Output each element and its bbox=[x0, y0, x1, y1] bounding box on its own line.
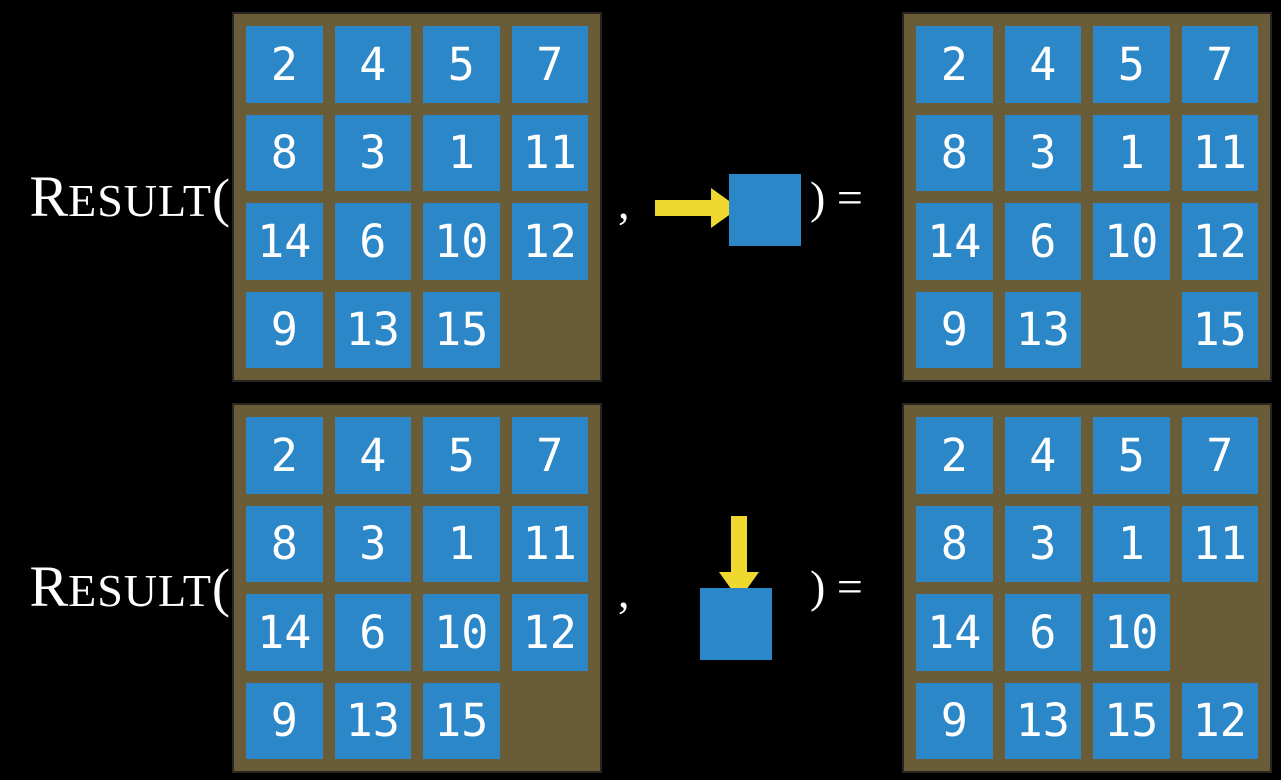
puzzle-tile: 7 bbox=[1181, 26, 1258, 103]
puzzle-tile: 10 bbox=[1093, 594, 1170, 671]
puzzle-tile: 2 bbox=[246, 26, 323, 103]
action-slide-down bbox=[700, 516, 772, 660]
puzzle-tile: 8 bbox=[246, 114, 323, 191]
puzzle-tile: 9 bbox=[246, 682, 323, 759]
close-paren-equals: ) = bbox=[810, 561, 863, 612]
puzzle-tile: 8 bbox=[246, 505, 323, 582]
puzzle-tile: 2 bbox=[916, 26, 993, 103]
blank-cell bbox=[1093, 292, 1170, 369]
puzzle-tile: 6 bbox=[1004, 594, 1081, 671]
result-label-smallcaps: ESULT bbox=[68, 565, 213, 616]
puzzle-tile: 2 bbox=[916, 417, 993, 494]
open-paren: ( bbox=[212, 558, 230, 618]
result-label-initial: R bbox=[29, 554, 69, 619]
puzzle-tile: 1 bbox=[1093, 505, 1170, 582]
puzzle-tile: 5 bbox=[1093, 417, 1170, 494]
puzzle-tile: 15 bbox=[1093, 682, 1170, 759]
puzzle-tile: 8 bbox=[916, 505, 993, 582]
puzzle-tile: 4 bbox=[1004, 26, 1081, 103]
arrow-right-icon bbox=[655, 188, 739, 228]
result-label-initial: R bbox=[29, 164, 69, 229]
puzzle-tile: 10 bbox=[1093, 203, 1170, 280]
action-blank-tile bbox=[700, 588, 772, 660]
puzzle-tile: 9 bbox=[916, 291, 993, 368]
puzzle-tile: 12 bbox=[1181, 203, 1258, 280]
puzzle-tile: 15 bbox=[423, 291, 500, 368]
puzzle-tile: 8 bbox=[916, 114, 993, 191]
result-label-smallcaps: ESULT bbox=[68, 175, 213, 226]
puzzle-tile: 13 bbox=[334, 291, 411, 368]
puzzle-tile: 10 bbox=[423, 594, 500, 671]
puzzle-tile: 13 bbox=[1004, 291, 1081, 368]
puzzle-tile: 11 bbox=[511, 114, 588, 191]
puzzle-tile: 1 bbox=[423, 114, 500, 191]
puzzle-tile: 9 bbox=[246, 291, 323, 368]
puzzle-tile: 7 bbox=[1181, 417, 1258, 494]
blank-cell bbox=[1182, 594, 1259, 671]
puzzle-tile: 4 bbox=[334, 26, 411, 103]
puzzle-tile: 9 bbox=[916, 682, 993, 759]
close-paren-equals: ) = bbox=[810, 172, 863, 223]
puzzle-tile: 13 bbox=[1004, 682, 1081, 759]
puzzle-tile: 3 bbox=[334, 114, 411, 191]
puzzle-tile: 5 bbox=[423, 417, 500, 494]
puzzle-tile: 11 bbox=[511, 505, 588, 582]
blank-cell bbox=[512, 683, 589, 760]
puzzle-tile: 11 bbox=[1181, 114, 1258, 191]
puzzle-tile: 14 bbox=[916, 203, 993, 280]
puzzle-tile: 2 bbox=[246, 417, 323, 494]
puzzle-tile: 6 bbox=[334, 594, 411, 671]
result-function-label: RESULT( bbox=[0, 558, 230, 616]
action-blank-tile bbox=[729, 174, 801, 246]
puzzle-tile: 11 bbox=[1181, 505, 1258, 582]
result-function-label: RESULT( bbox=[0, 168, 230, 226]
puzzle-tile: 15 bbox=[423, 682, 500, 759]
puzzle-tile: 14 bbox=[916, 594, 993, 671]
puzzle-tile: 1 bbox=[1093, 114, 1170, 191]
puzzle-tile: 13 bbox=[334, 682, 411, 759]
puzzle-tile: 6 bbox=[1004, 203, 1081, 280]
puzzle-tile: 4 bbox=[1004, 417, 1081, 494]
puzzle-tile: 12 bbox=[1181, 682, 1258, 759]
puzzle-tile: 15 bbox=[1181, 291, 1258, 368]
puzzle-tile: 1 bbox=[423, 505, 500, 582]
arrow-down-icon bbox=[719, 516, 759, 600]
open-paren: ( bbox=[212, 168, 230, 228]
puzzle-tile: 5 bbox=[423, 26, 500, 103]
puzzle-tile: 5 bbox=[1093, 26, 1170, 103]
puzzle-tile: 7 bbox=[511, 26, 588, 103]
puzzle-tile: 12 bbox=[511, 594, 588, 671]
puzzle-tile: 14 bbox=[246, 203, 323, 280]
puzzle-tile: 12 bbox=[511, 203, 588, 280]
puzzle-tile: 3 bbox=[1004, 505, 1081, 582]
action-slide-right bbox=[655, 172, 801, 247]
puzzle-tile: 7 bbox=[511, 417, 588, 494]
puzzle-tile: 10 bbox=[423, 203, 500, 280]
puzzle-tile: 6 bbox=[334, 203, 411, 280]
puzzle-tile: 14 bbox=[246, 594, 323, 671]
puzzle-tile: 3 bbox=[1004, 114, 1081, 191]
blank-cell bbox=[512, 292, 589, 369]
comma-separator: , bbox=[618, 566, 630, 617]
puzzle-tile: 4 bbox=[334, 417, 411, 494]
comma-separator: , bbox=[618, 177, 630, 228]
puzzle-tile: 3 bbox=[334, 505, 411, 582]
